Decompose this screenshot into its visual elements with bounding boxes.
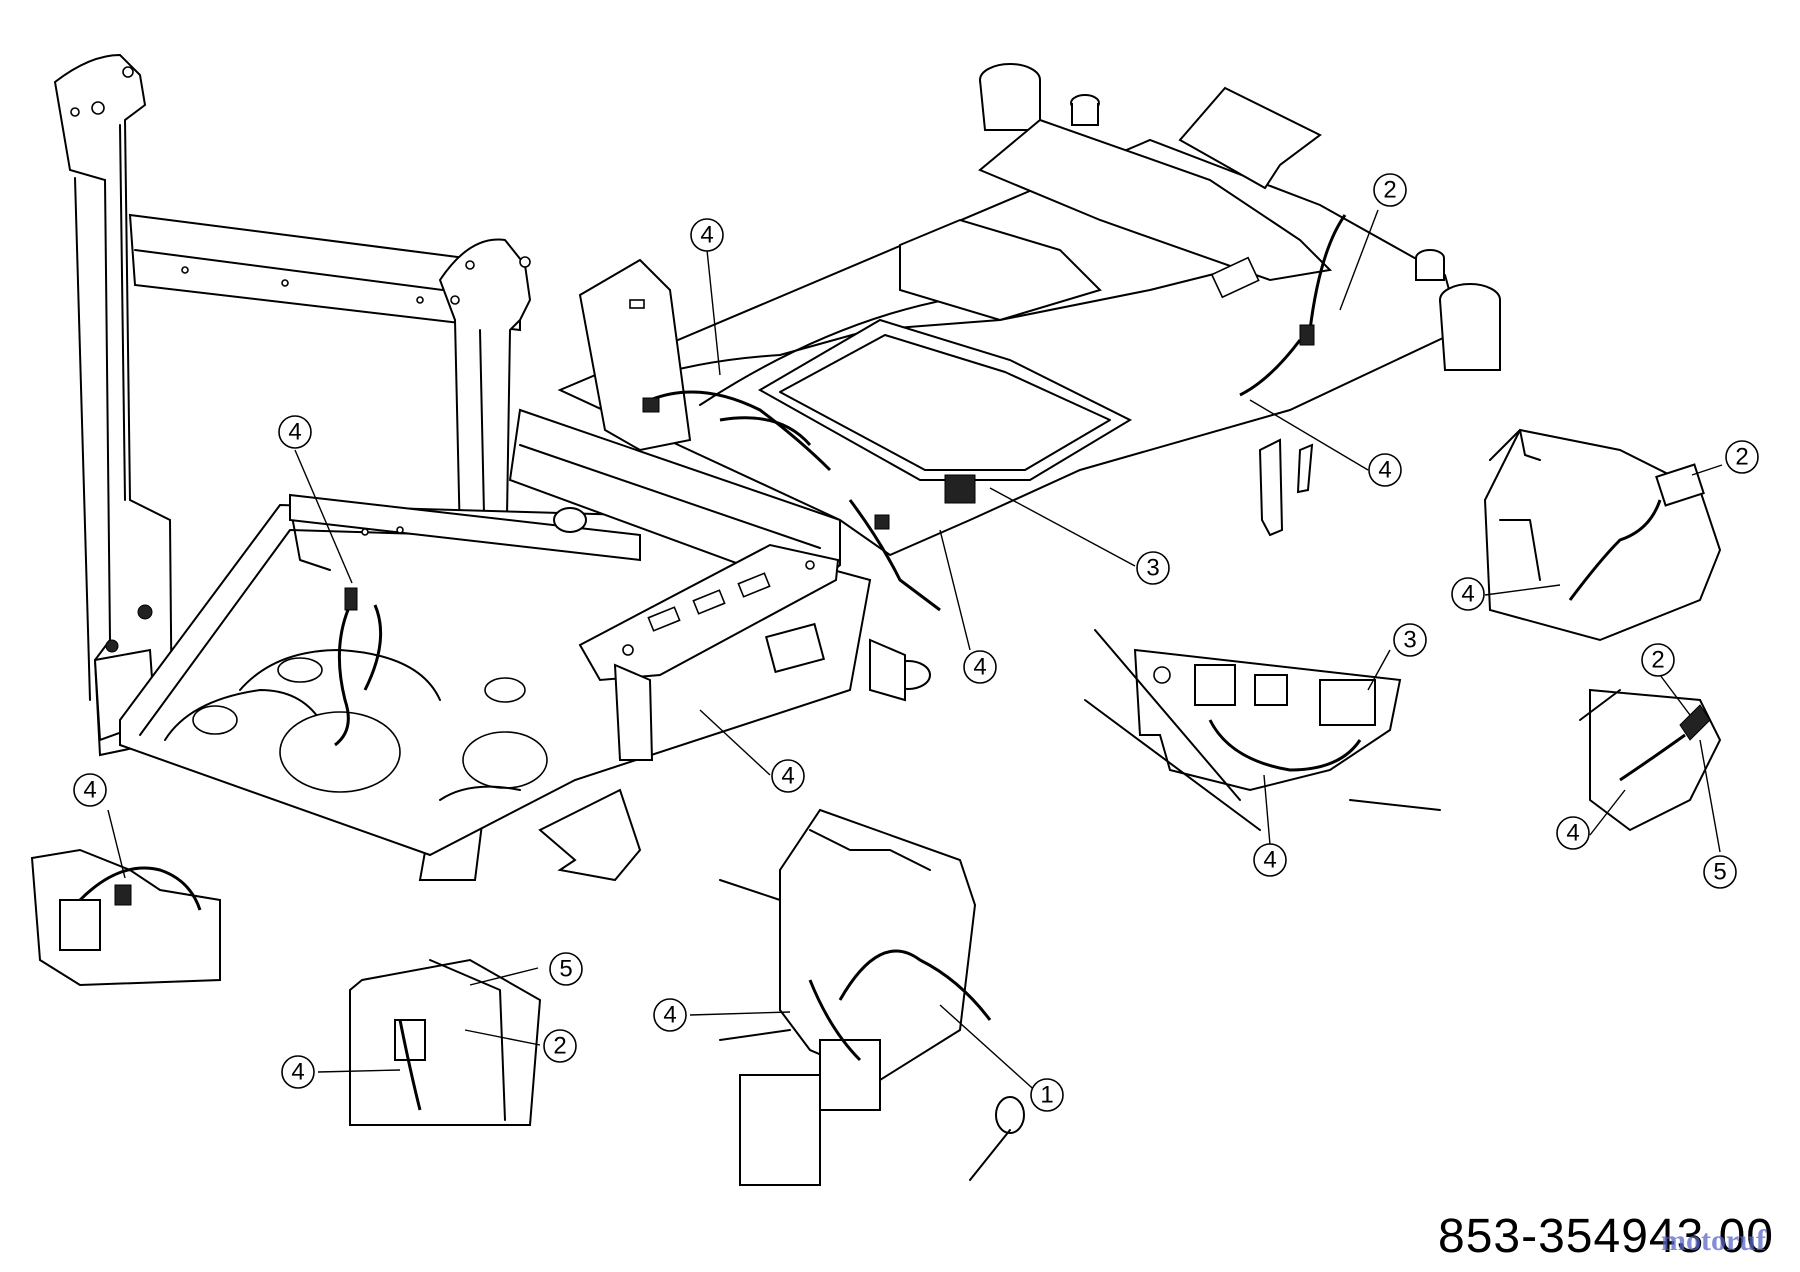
- detail-inset-pto-switch: [1579, 688, 1722, 832]
- callout-c6: 4: [963, 650, 997, 684]
- callout-c5: 3: [1136, 551, 1170, 585]
- callout-label: 4: [1378, 457, 1391, 484]
- callout-c12: 2: [1641, 643, 1675, 677]
- callout-c18: 4: [281, 1055, 315, 1089]
- callout-label: 5: [1713, 859, 1726, 886]
- callout-label: 2: [1383, 177, 1396, 204]
- callout-c10: 3: [1393, 623, 1427, 657]
- callout-label: 3: [1403, 627, 1416, 654]
- callout-c19: 4: [653, 998, 687, 1032]
- detail-inset-lower-left: [30, 848, 221, 987]
- callout-label: 4: [973, 654, 986, 681]
- callout-c3: 4: [1368, 453, 1402, 487]
- callout-label: 4: [288, 419, 301, 446]
- callout-label: 4: [781, 763, 794, 790]
- callout-label: 4: [83, 777, 96, 804]
- main-frame-assembly: [53, 53, 1501, 882]
- callout-c1: 4: [690, 218, 724, 252]
- callout-label: 2: [553, 1033, 566, 1060]
- detail-inset-rear-switch: [1483, 428, 1722, 642]
- detail-inset-seat-switch: [1084, 629, 1441, 831]
- callout-c20: 1: [1030, 1078, 1064, 1112]
- callout-c7: 4: [771, 759, 805, 793]
- callout-c15: 4: [73, 773, 107, 807]
- leader-lines: [107, 209, 1723, 1096]
- callout-c2: 2: [1373, 173, 1407, 207]
- callout-label: 2: [1735, 444, 1748, 471]
- detail-inset-battery: [719, 808, 1025, 1186]
- callout-c13: 4: [1556, 816, 1590, 850]
- callout-label: 4: [1461, 581, 1474, 608]
- part-number: 853-354943 00: [1438, 1210, 1774, 1263]
- callout-c14: 5: [1703, 855, 1737, 889]
- callout-label: 4: [1263, 847, 1276, 874]
- watermark-logo: motoruf: [1661, 1224, 1766, 1257]
- callout-label: 3: [1146, 555, 1159, 582]
- detail-inset-lower-mid: [349, 958, 542, 1126]
- callout-c11: 4: [1253, 843, 1287, 877]
- callout-c17: 2: [543, 1029, 577, 1063]
- callout-label: 2: [1651, 647, 1664, 674]
- callout-label: 5: [559, 956, 572, 983]
- callout-c16: 5: [549, 952, 583, 986]
- callout-label: 4: [291, 1059, 304, 1086]
- callout-c8: 2: [1725, 440, 1759, 474]
- callout-label: 1: [1040, 1082, 1053, 1109]
- callout-label: 4: [663, 1002, 676, 1029]
- callout-label: 4: [700, 222, 713, 249]
- callout-c9: 4: [1451, 577, 1485, 611]
- callout-label: 4: [1566, 820, 1579, 847]
- callout-c4: 4: [278, 415, 312, 449]
